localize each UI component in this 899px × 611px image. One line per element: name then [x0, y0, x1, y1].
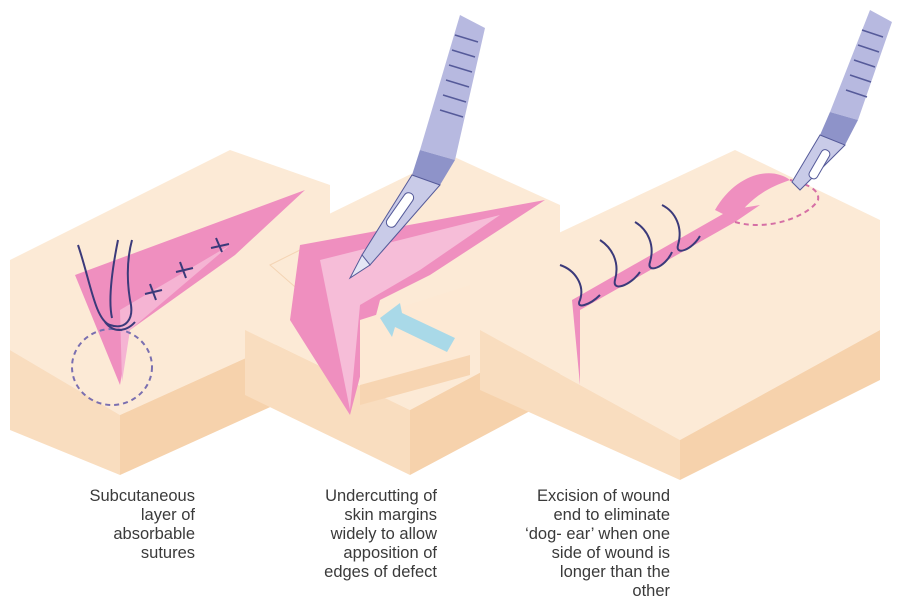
- panel-dog-ear-excision: [480, 10, 892, 480]
- caption-line: Excision of wound: [480, 487, 670, 506]
- caption-line: sutures: [40, 544, 195, 563]
- caption-line: longer than the: [480, 563, 670, 582]
- caption-line: widely to allow: [262, 525, 437, 544]
- caption-dog-ear-excision: Excision of wound end to eliminate ‘dog-…: [480, 487, 670, 601]
- caption-line: Subcutaneous: [40, 487, 195, 506]
- caption-line: other: [480, 582, 670, 601]
- caption-line: ‘dog- ear’ when one: [480, 525, 670, 544]
- caption-line: end to eliminate: [480, 506, 670, 525]
- caption-line: skin margins: [262, 506, 437, 525]
- caption-line: apposition of: [262, 544, 437, 563]
- caption-line: layer of: [40, 506, 195, 525]
- caption-line: Undercutting of: [262, 487, 437, 506]
- caption-line: absorbable: [40, 525, 195, 544]
- caption-undercutting: Undercutting of skin margins widely to a…: [262, 487, 437, 582]
- caption-line: side of wound is: [480, 544, 670, 563]
- caption-subcutaneous-sutures: Subcutaneous layer of absorbable sutures: [40, 487, 195, 563]
- scalpel-icon: [792, 10, 892, 190]
- panel-undercutting: [245, 15, 560, 475]
- caption-line: edges of defect: [262, 563, 437, 582]
